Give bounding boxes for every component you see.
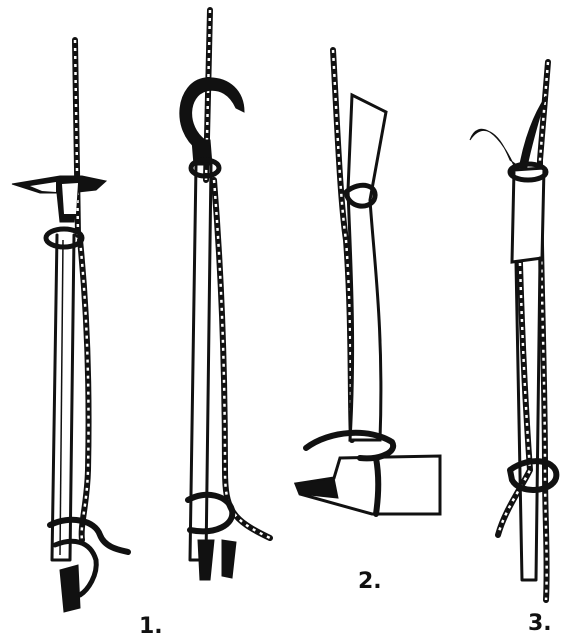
pole [190, 165, 211, 560]
figure-2-axe [296, 50, 440, 514]
handle [348, 95, 386, 440]
figure-1-pike-pole [180, 10, 270, 580]
figure-label-2: 2. [358, 571, 382, 593]
pick-head [12, 176, 106, 222]
figure-label-1: 1. [139, 616, 163, 638]
pike-hook [180, 78, 244, 150]
figure-3-hook [470, 62, 556, 600]
hitch-bottom [188, 495, 232, 532]
hitch-bottom [510, 461, 556, 490]
hitch-top [46, 229, 82, 247]
rope [75, 40, 89, 540]
figure-1-pick-axe [12, 40, 128, 612]
figure-label-3: 3. [528, 613, 552, 635]
